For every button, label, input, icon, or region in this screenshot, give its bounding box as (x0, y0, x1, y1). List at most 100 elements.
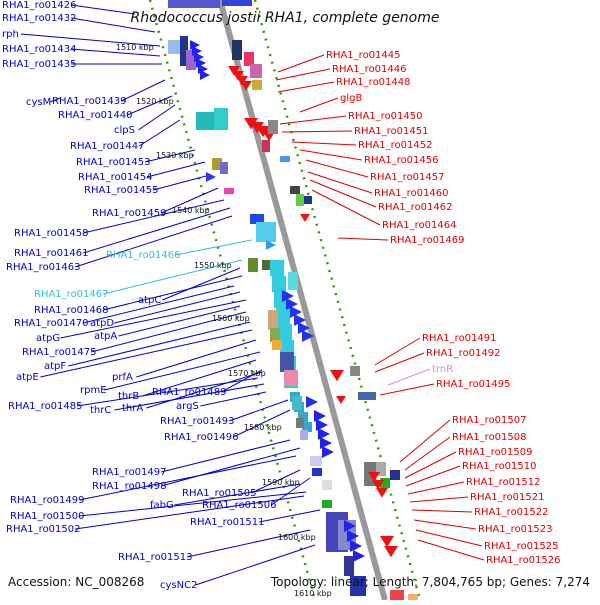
gene-feature[interactable] (292, 396, 302, 410)
gene-feature[interactable] (222, 0, 252, 6)
gene-feature[interactable] (262, 260, 270, 270)
gene-arrow[interactable] (200, 70, 210, 80)
gene-arrow[interactable] (322, 446, 334, 458)
gene-feature[interactable] (408, 594, 418, 600)
left-gene-label[interactable]: RHA1_ro01497 (92, 467, 167, 478)
left-gene-label[interactable]: clpS (114, 125, 135, 136)
gene-feature[interactable] (350, 366, 360, 376)
gene-feature[interactable] (290, 186, 300, 194)
gene-arrow[interactable] (384, 546, 398, 558)
gene-feature[interactable] (196, 112, 218, 130)
left-gene-label[interactable]: atpG (36, 333, 60, 344)
gene-feature[interactable] (262, 140, 270, 152)
gene-feature[interactable] (272, 340, 282, 350)
gene-feature[interactable] (214, 108, 228, 130)
left-gene-label[interactable]: RHA1_ro01489 (152, 387, 227, 398)
left-gene-label[interactable]: RHA1_ro01506 (202, 500, 277, 511)
gene-feature[interactable] (344, 556, 354, 576)
gene-arrow[interactable] (286, 298, 298, 310)
gene-feature[interactable] (252, 80, 262, 90)
right-gene-label[interactable]: RHA1_ro01460 (374, 188, 449, 199)
left-gene-label[interactable]: atpD (90, 318, 114, 329)
left-gene-label[interactable]: RHA1_ro01435 (2, 59, 77, 70)
left-gene-label[interactable]: RHA1_ro01455 (84, 185, 159, 196)
gene-feature[interactable] (322, 480, 332, 490)
gene-feature[interactable] (256, 222, 276, 242)
gene-feature[interactable] (350, 576, 366, 596)
right-gene-label[interactable]: RHA1_ro01456 (364, 155, 439, 166)
right-gene-label[interactable]: RHA1_ro01510 (462, 461, 537, 472)
gene-feature[interactable] (220, 162, 228, 174)
gene-feature[interactable] (270, 260, 284, 276)
left-gene-label[interactable]: RHA1_ro01459 (92, 208, 167, 219)
gene-arrow[interactable] (380, 536, 394, 548)
right-gene-label[interactable]: RHA1_ro01521 (470, 492, 545, 503)
left-gene-label[interactable]: RHA1_ro01468 (34, 305, 109, 316)
left-gene-label[interactable]: RHA1_ro01485 (8, 401, 83, 412)
gene-feature[interactable] (250, 64, 262, 78)
right-gene-label[interactable]: RHA1_ro01451 (354, 126, 429, 137)
left-gene-label[interactable]: atpF (44, 361, 66, 372)
gene-arrow[interactable] (206, 172, 216, 182)
gene-arrow[interactable] (306, 396, 318, 408)
gene-feature[interactable] (322, 500, 332, 508)
gene-arrow[interactable] (290, 306, 302, 318)
gene-feature[interactable] (288, 272, 298, 290)
right-gene-label[interactable]: RHA1_ro01448 (336, 77, 411, 88)
left-gene-label[interactable]: thrC (90, 405, 111, 416)
left-gene-label[interactable]: RHA1_ro01440 (58, 110, 133, 121)
gene-arrow[interactable] (344, 520, 356, 532)
right-gene-label[interactable]: RHA1_ro01462 (378, 202, 453, 213)
gene-arrow[interactable] (232, 71, 244, 81)
gene-feature[interactable] (250, 214, 264, 224)
gene-arrow[interactable] (350, 540, 362, 552)
right-gene-label[interactable]: RHA1_ro01450 (348, 111, 423, 122)
gene-arrow[interactable] (376, 488, 388, 498)
gene-feature[interactable] (168, 40, 180, 54)
gene-feature[interactable] (232, 40, 242, 60)
left-gene-label[interactable]: fabG (150, 500, 174, 511)
gene-feature[interactable] (272, 276, 286, 292)
gene-feature[interactable] (376, 462, 386, 476)
right-gene-label[interactable]: RHA1_ro01446 (332, 64, 407, 75)
left-gene-label[interactable]: RHA1_ro01426 (2, 0, 77, 11)
gene-feature[interactable] (180, 36, 188, 66)
gene-feature[interactable] (284, 370, 298, 386)
left-gene-label[interactable]: RHA1_ro01434 (2, 44, 77, 55)
left-gene-label[interactable]: RHA1_ro01432 (2, 13, 77, 24)
left-gene-label[interactable]: prfA (112, 372, 133, 383)
gene-feature[interactable] (280, 156, 290, 162)
gene-arrow[interactable] (300, 214, 310, 222)
left-gene-label[interactable]: RHA1_ro01454 (78, 172, 153, 183)
gene-feature[interactable] (276, 308, 290, 324)
right-gene-label[interactable]: RHA1_ro01469 (390, 235, 465, 246)
gene-feature[interactable] (168, 0, 220, 8)
left-gene-label[interactable]: RHA1_ro01470 (14, 318, 89, 329)
gene-feature[interactable] (298, 412, 308, 422)
right-gene-label[interactable]: RHA1_ro01445 (326, 50, 401, 61)
left-gene-label[interactable]: RHA1_ro01439 (52, 96, 127, 107)
gene-feature[interactable] (244, 52, 254, 66)
gene-feature[interactable] (186, 50, 196, 70)
gene-arrow[interactable] (330, 370, 344, 382)
right-gene-label[interactable]: RHA1_ro01464 (382, 220, 457, 231)
gene-arrow[interactable] (347, 530, 359, 542)
left-gene-label[interactable]: RHA1_ro01505 (182, 488, 257, 499)
gene-arrow[interactable] (282, 290, 294, 302)
left-gene-label[interactable]: argS (176, 401, 199, 412)
gene-feature[interactable] (300, 430, 308, 440)
right-gene-label[interactable]: RHA1_ro01523 (478, 524, 553, 535)
gene-arrow[interactable] (256, 126, 270, 138)
gene-feature[interactable] (390, 470, 400, 480)
left-gene-label[interactable]: RHA1_ro01511 (190, 517, 265, 528)
left-gene-label[interactable]: RHA1_ro01467 (34, 289, 109, 300)
right-gene-label[interactable]: RHA1_ro01457 (370, 172, 445, 183)
gene-arrow[interactable] (294, 314, 306, 326)
gene-feature[interactable] (280, 352, 294, 372)
gene-feature[interactable] (390, 590, 404, 600)
gene-feature[interactable] (268, 310, 278, 330)
right-gene-label[interactable]: RHA1_ro01509 (458, 447, 533, 458)
gene-feature[interactable] (268, 120, 278, 134)
left-gene-label[interactable]: atpE (16, 372, 39, 383)
gene-feature[interactable] (380, 478, 390, 488)
